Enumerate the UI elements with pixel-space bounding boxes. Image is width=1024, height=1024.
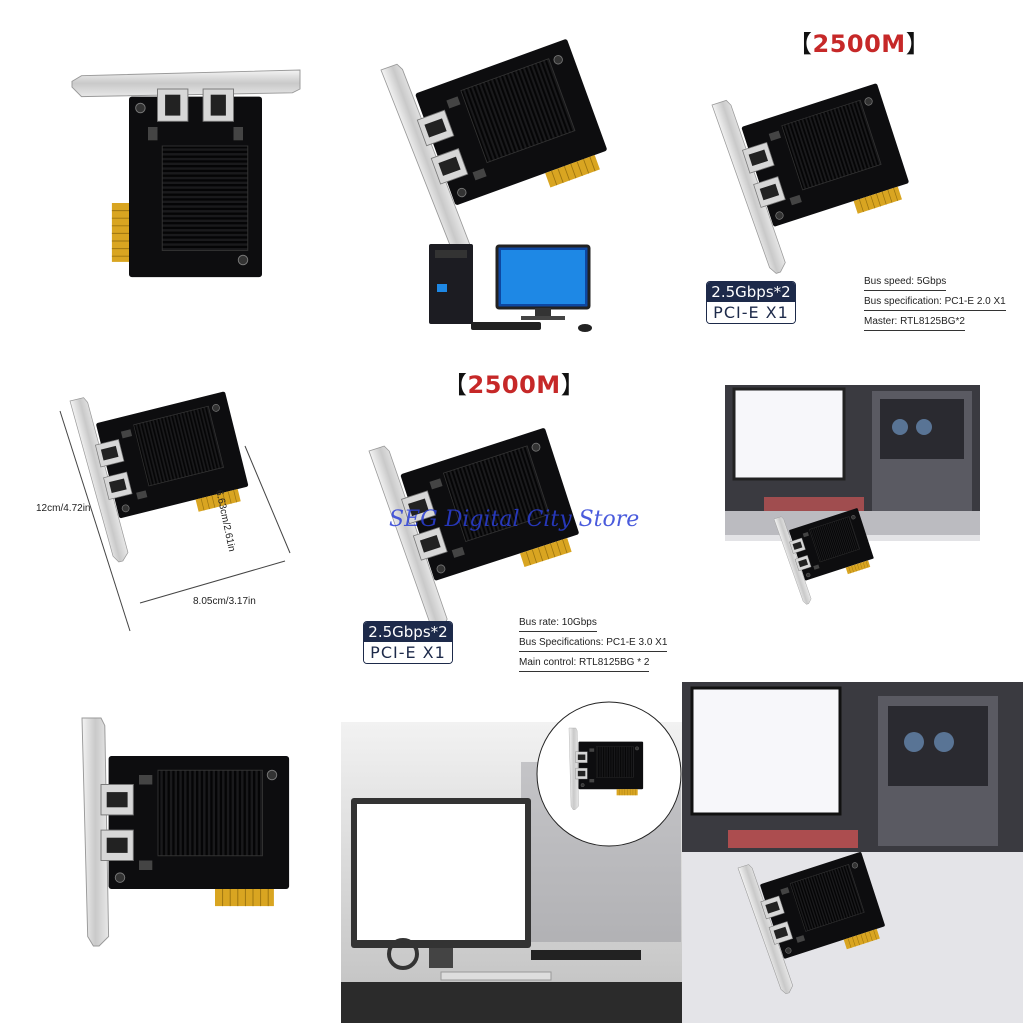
- speed-badge: 2.5Gbps*2 PCI-E X1: [363, 621, 453, 664]
- product-photo-card-angled: [0, 0, 341, 341]
- spec-line: Bus specification: PC1-E 2.0 X1: [864, 296, 1006, 311]
- network-card-image: [59, 363, 291, 632]
- spec-line: Bus rate: 10Gbps: [519, 617, 597, 632]
- speed-header: 【2500M】: [443, 371, 586, 399]
- product-photo-card-front: [0, 682, 341, 1023]
- lifestyle-photo-gaming-setup: [682, 341, 1023, 682]
- spec-line: Main control: RTL8125BG * 2: [519, 657, 650, 672]
- product-photo-card-with-pc: [341, 0, 682, 341]
- dimension-height: 12cm/4.72in: [36, 503, 91, 514]
- network-card-image: [81, 717, 290, 947]
- product-spec-panel-2: 【2500M】 2.5Gbps*2 PCI-E X1 Bus speed: 5G…: [682, 0, 1023, 341]
- speed-header: 【2500M】: [788, 30, 931, 58]
- lifestyle-photo-desk-monitor: [341, 682, 682, 1023]
- spec-line: Bus speed: 5Gbps: [864, 276, 947, 291]
- product-dimensions-panel: 12cm/4.72in 6.63cm/2.61in 8.05cm/3.17in: [0, 341, 341, 682]
- speed-badge: 2.5Gbps*2 PCI-E X1: [706, 281, 796, 324]
- badge-speed: 2.5Gbps*2: [364, 622, 452, 642]
- store-watermark: SEG Digital City Store: [389, 507, 640, 532]
- badge-interface: PCI-E X1: [707, 302, 795, 323]
- product-spec-panel-3: 【2500M】 SEG Digital City Store 2.5Gbps*2…: [341, 341, 682, 682]
- desktop-computer-image: [429, 244, 592, 332]
- spec-line: Bus Specifications: PC1-E 3.0 X1: [519, 637, 668, 652]
- gaming-pc-image: [725, 385, 980, 606]
- network-card-image: [71, 69, 301, 278]
- gaming-pc-image: [682, 682, 1023, 1023]
- dimension-width: 8.05cm/3.17in: [193, 596, 256, 607]
- spec-line: Master: RTL8125BG*2: [864, 316, 965, 331]
- lifestyle-photo-gaming-setup-2: [682, 682, 1023, 1023]
- badge-interface: PCI-E X1: [364, 642, 452, 663]
- monitor-image: [341, 701, 682, 1023]
- badge-speed: 2.5Gbps*2: [707, 282, 795, 302]
